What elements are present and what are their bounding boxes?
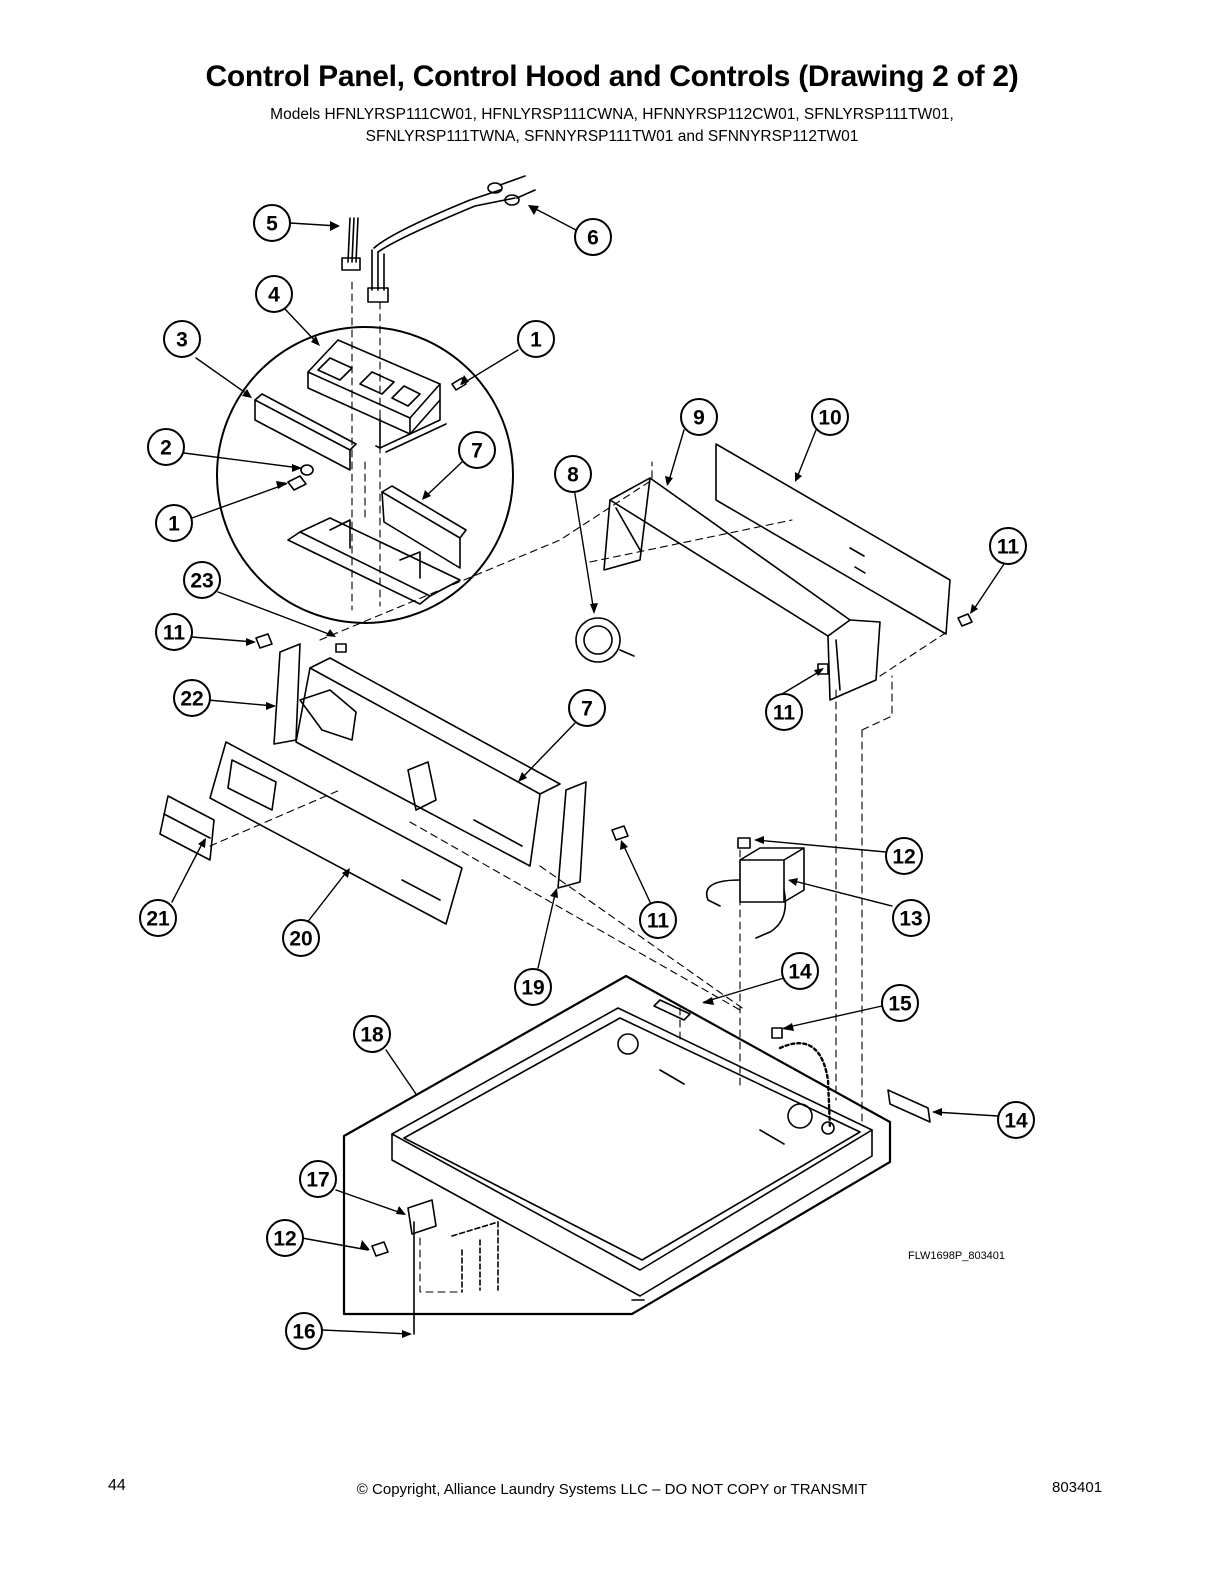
callout-label: 7 bbox=[471, 440, 483, 463]
callout-label: 1 bbox=[530, 329, 542, 352]
washer bbox=[300, 464, 314, 476]
models-line-2: SFNLYRSP111TWNA, SFNNYRSP111TW01 and SFN… bbox=[365, 128, 859, 145]
callout-21 bbox=[139, 899, 177, 937]
wire-harness bbox=[341, 217, 361, 271]
callout-label: 9 bbox=[693, 407, 705, 430]
dryer-top bbox=[342, 974, 892, 1316]
transformer bbox=[705, 847, 805, 939]
callout-16 bbox=[285, 1312, 323, 1350]
callout-5 bbox=[253, 204, 291, 242]
callout-label: 6 bbox=[587, 227, 599, 250]
callout-15 bbox=[881, 984, 919, 1022]
callout-11 bbox=[155, 613, 193, 651]
callout-14 bbox=[997, 1101, 1035, 1139]
callout-17 bbox=[299, 1160, 337, 1198]
callout-19 bbox=[514, 968, 552, 1006]
screw bbox=[371, 1241, 389, 1257]
callout-label: 11 bbox=[773, 702, 796, 725]
screw bbox=[737, 837, 751, 849]
callout-label: 14 bbox=[1004, 1110, 1028, 1133]
timer bbox=[575, 617, 635, 663]
callout-label: 19 bbox=[521, 977, 544, 1000]
label bbox=[653, 999, 691, 1021]
rear-panel bbox=[715, 443, 951, 635]
sensor-harness bbox=[367, 175, 536, 303]
callout-label: 2 bbox=[160, 437, 172, 460]
screw bbox=[335, 643, 347, 653]
control-board bbox=[307, 339, 447, 453]
callout-label: 11 bbox=[163, 622, 186, 645]
callout-11 bbox=[639, 901, 677, 939]
callout-label: 23 bbox=[190, 570, 213, 593]
board-bracket bbox=[254, 393, 357, 471]
callout-6 bbox=[574, 218, 612, 256]
callout-23 bbox=[183, 561, 221, 599]
callout-label: 15 bbox=[888, 993, 912, 1016]
callout-label: 18 bbox=[360, 1024, 384, 1047]
hinge-bracket bbox=[407, 1199, 437, 1235]
callout-9 bbox=[680, 398, 718, 436]
callout-label: 17 bbox=[306, 1169, 329, 1192]
callout-label: 12 bbox=[892, 846, 915, 869]
callout-label: 3 bbox=[176, 329, 188, 352]
callout-label: 7 bbox=[581, 698, 593, 721]
callout-label: 16 bbox=[292, 1321, 315, 1344]
callout-12 bbox=[885, 837, 923, 875]
callout-10 bbox=[811, 398, 849, 436]
screw bbox=[957, 613, 973, 627]
screw bbox=[611, 825, 629, 841]
callout-20 bbox=[282, 919, 320, 957]
control-panel bbox=[295, 657, 561, 867]
callout-label: 11 bbox=[997, 536, 1020, 559]
document-number: 803401 bbox=[1052, 1479, 1103, 1496]
control-overlay bbox=[209, 741, 463, 925]
callout-7 bbox=[568, 689, 606, 727]
callout-18 bbox=[353, 1015, 391, 1053]
callout-label: 20 bbox=[289, 928, 312, 951]
copyright-notice: © Copyright, Alliance Laundry Systems LL… bbox=[356, 1481, 868, 1498]
callout-13 bbox=[892, 899, 930, 937]
callout-8 bbox=[554, 455, 592, 493]
end-cap-right bbox=[557, 781, 587, 889]
page-title: Control Panel, Control Hood and Controls… bbox=[205, 60, 1019, 93]
callout-label: 4 bbox=[268, 284, 280, 307]
callout-11 bbox=[989, 527, 1027, 565]
screw bbox=[771, 1027, 783, 1039]
callout-1 bbox=[155, 504, 193, 542]
callout-2 bbox=[147, 428, 185, 466]
callout-12 bbox=[266, 1219, 304, 1257]
callout-label: 10 bbox=[818, 407, 841, 430]
ground-wire bbox=[778, 1042, 832, 1130]
callout-label: 8 bbox=[567, 464, 579, 487]
page-number: 44 bbox=[108, 1477, 126, 1494]
keypad-label bbox=[159, 795, 215, 861]
callout-11 bbox=[765, 693, 803, 731]
callout-3 bbox=[163, 320, 201, 358]
drawing-reference: FLW1698P_803401 bbox=[908, 1250, 1006, 1262]
callout-label: 14 bbox=[788, 961, 812, 984]
screw bbox=[287, 475, 307, 491]
callout-label: 13 bbox=[899, 908, 922, 931]
screw bbox=[451, 377, 467, 391]
label bbox=[887, 1089, 931, 1123]
control-panel-detail bbox=[287, 485, 467, 605]
callout-1 bbox=[517, 320, 555, 358]
callout-label: 11 bbox=[647, 910, 670, 933]
callout-label: 1 bbox=[168, 513, 180, 536]
callout-label: 21 bbox=[146, 908, 170, 931]
callout-4 bbox=[255, 275, 293, 313]
end-cap-left bbox=[273, 643, 301, 745]
callout-label: 5 bbox=[266, 213, 278, 236]
callout-7 bbox=[458, 431, 496, 469]
models-line-1: Models HFNLYRSP111CW01, HFNLYRSP111CWNA,… bbox=[270, 106, 954, 123]
screw bbox=[255, 633, 273, 649]
callout-14 bbox=[781, 952, 819, 990]
callout-label: 12 bbox=[273, 1228, 296, 1251]
control-hood bbox=[603, 477, 881, 701]
callout-22 bbox=[173, 679, 211, 717]
callout-label: 22 bbox=[180, 688, 203, 711]
